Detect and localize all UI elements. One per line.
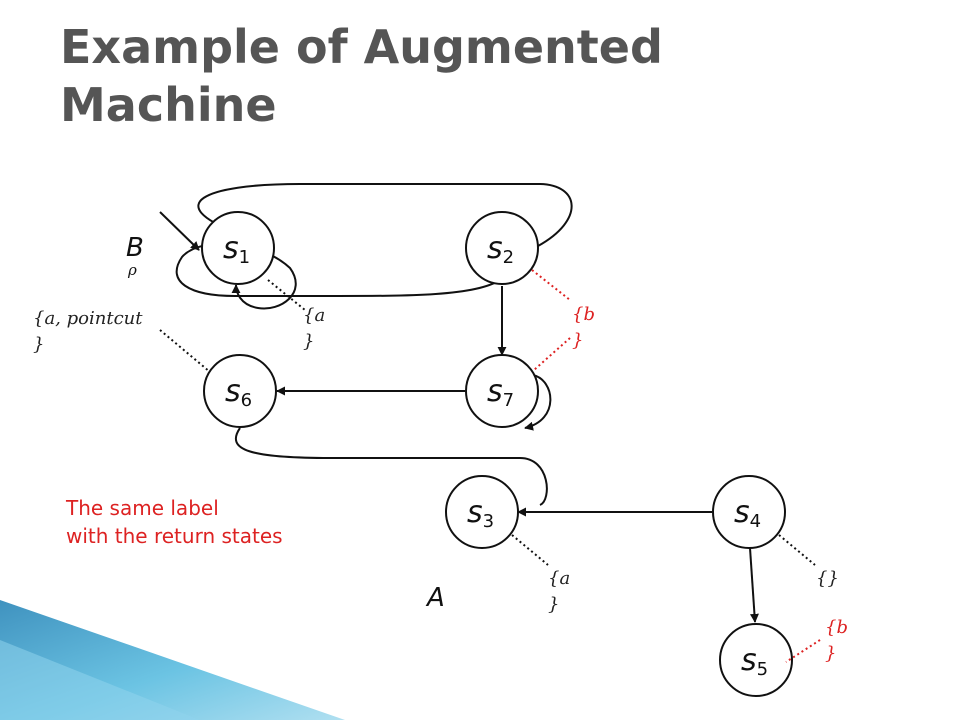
slide-title: Example of Augmented Machine — [60, 20, 663, 132]
leader-s3 — [511, 534, 549, 566]
annotation-s3: {a} — [548, 568, 570, 615]
state-s4: s4 — [712, 475, 786, 549]
state-s3: s3 — [445, 475, 519, 549]
state-s1: s1 — [201, 211, 275, 285]
state-s7: s7 — [465, 354, 539, 428]
state-s5: s5 — [719, 623, 793, 697]
machine-b-rho: ρ — [127, 261, 137, 279]
edge-s2-to-s1-return — [175, 242, 501, 310]
leader-s6 — [159, 329, 211, 373]
state-s2: s2 — [465, 211, 539, 285]
state-s6: s6 — [203, 354, 277, 428]
leader-s4 — [778, 534, 816, 566]
leader-s7 — [533, 337, 571, 371]
svg-text:s6: s6 — [225, 374, 252, 411]
edge-s4-to-s5 — [749, 547, 759, 623]
corner-ribbon-highlight — [0, 640, 200, 720]
svg-text:s2: s2 — [487, 231, 514, 268]
annotation-s2: {b} — [572, 304, 595, 351]
annotation-s5: {b} — [825, 617, 848, 664]
edge-s2-to-s1-loop — [197, 183, 573, 247]
svg-text:s3: s3 — [467, 495, 494, 532]
annotation-s6: {a, pointcut} — [33, 308, 143, 355]
initial-transition-arrow — [159, 211, 200, 251]
edge-s7-self-loop — [524, 374, 552, 431]
annotation-s1: {a} — [303, 305, 325, 352]
leader-s2 — [531, 269, 571, 301]
svg-text:s1: s1 — [223, 231, 250, 268]
svg-text:s7: s7 — [487, 374, 514, 411]
svg-text:s4: s4 — [734, 495, 761, 532]
machine-b-label: B — [126, 233, 144, 263]
leader-s5 — [785, 639, 821, 663]
machine-a-label: A — [425, 583, 445, 613]
svg-text:s5: s5 — [741, 643, 768, 680]
annotation-s4: {} — [816, 568, 839, 589]
edge-s6-to-s3-curve — [234, 427, 548, 506]
